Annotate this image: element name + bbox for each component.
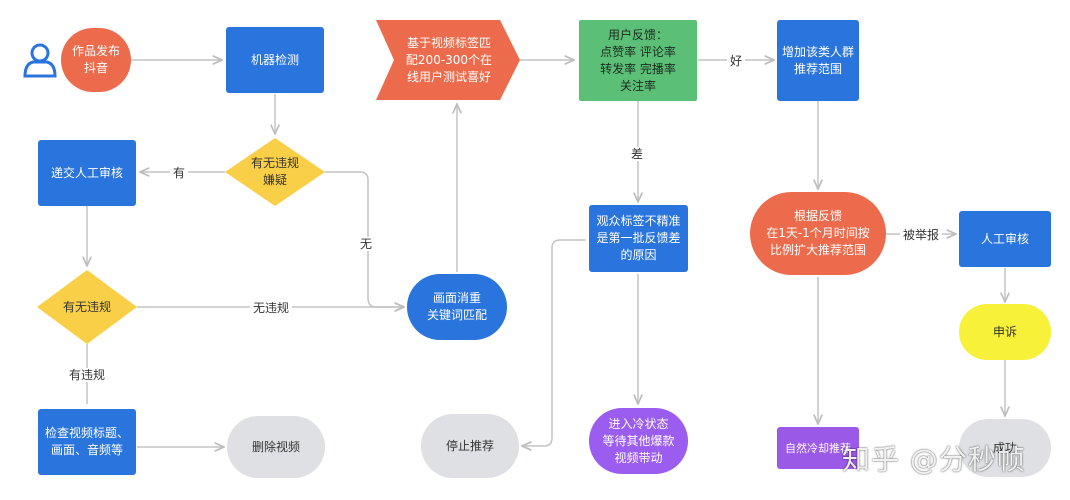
edge-label-no-violation: 无违规 <box>250 301 293 315</box>
manual-review-label: 人工审核 <box>980 231 1029 246</box>
inaccurate-label: 观众标签不精准 是第一批反馈差 的原因 <box>596 214 681 262</box>
machine-check-node: 机器检测 <box>226 27 324 93</box>
natural-cool-node: 自然冷却推荐 <box>777 427 859 469</box>
suspect-node: 有无违规 嫌疑 <box>235 155 315 189</box>
watermark: 知乎 @分秒帧 <box>842 443 1026 476</box>
delete-node: 删除视频 <box>227 416 325 478</box>
appeal-label: 申诉 <box>992 324 1017 339</box>
ratio-expand-node: 根据反馈 在1天-1个月时间按 比例扩大推荐范围 <box>750 192 886 275</box>
check-title-node: 检查视频标题、 画面、音频等 <box>38 409 136 475</box>
delete-label: 删除视频 <box>251 439 300 454</box>
edge-label-yes: 有 <box>170 166 189 180</box>
tag-test-shape <box>376 20 520 100</box>
cold-node: 进入冷状态 等待其他爆款 视频带动 <box>589 408 688 474</box>
edge-label-bad: 差 <box>628 147 647 161</box>
edge-label-has-violation: 有违规 <box>66 368 109 382</box>
user-icon <box>23 43 57 78</box>
edge-inaccurate-stop <box>522 239 586 446</box>
last-label: 成功 <box>992 440 1017 455</box>
edge-label-reported: 被举报 <box>900 228 943 242</box>
tag-test-node: 基于视频标签匹 配200-300个在 线用户测试喜好 <box>394 30 504 90</box>
tag-test-label: 基于视频标签匹 配200-300个在 线用户测试喜好 <box>405 35 493 84</box>
manual-submit-label: 递交人工审核 <box>50 165 123 180</box>
stop-node: 停止推荐 <box>421 414 519 478</box>
inaccurate-node: 观众标签不精准 是第一批反馈差 的原因 <box>589 205 688 272</box>
expand-label: 增加该类人群 推荐范围 <box>781 44 854 76</box>
violation-node: 有无违规 <box>47 298 127 316</box>
violation-decision-shape <box>37 270 137 344</box>
manual-submit-node: 递交人工审核 <box>38 140 136 206</box>
feedback-node: 用户反馈： 点赞率 评论率 转发率 完播率 关注率 <box>579 20 697 101</box>
feedback-label: 用户反馈： 点赞率 评论率 转发率 完播率 关注率 <box>600 27 676 93</box>
edge-label-good: 好 <box>727 54 746 68</box>
connector-lines <box>87 60 1005 447</box>
suspect-label: 有无违规 嫌疑 <box>250 156 299 187</box>
dedupe-node: 画面消重 关键词匹配 <box>407 274 507 340</box>
ratio-expand-label: 根据反馈 在1天-1个月时间按 比例扩大推荐范围 <box>766 209 870 257</box>
last-node: 成功 <box>959 419 1051 477</box>
publish-label: 作品发布 抖音 <box>71 44 120 75</box>
machine-check-label: 机器检测 <box>250 52 299 67</box>
violation-label: 有无违规 <box>62 299 111 314</box>
natural-cool-label: 自然冷却推荐 <box>785 441 851 455</box>
check-title-label: 检查视频标题、 画面、音频等 <box>44 426 129 457</box>
expand-node: 增加该类人群 推荐范围 <box>777 20 859 101</box>
cold-label: 进入冷状态 等待其他爆款 视频带动 <box>602 416 675 465</box>
suspect-decision-shape <box>225 138 325 206</box>
stop-label: 停止推荐 <box>445 438 494 453</box>
appeal-node: 申诉 <box>959 304 1051 360</box>
manual-review-node: 人工审核 <box>959 211 1051 267</box>
dedupe-label: 画面消重 关键词匹配 <box>426 291 487 322</box>
edge-label-none: 无 <box>357 237 376 251</box>
publish-node: 作品发布 抖音 <box>61 28 131 92</box>
